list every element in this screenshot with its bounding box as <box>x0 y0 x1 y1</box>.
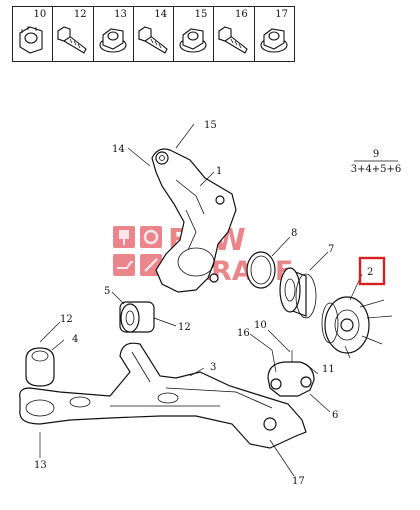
hardware-number: 13 <box>114 9 127 20</box>
flange-nut-icon <box>179 28 207 53</box>
callout-12a: 12 <box>60 314 73 325</box>
callout-16: 16 <box>237 328 250 339</box>
snap-ring <box>246 251 276 289</box>
control-arm-bushing <box>119 301 155 333</box>
flange-bolt-icon <box>57 26 87 54</box>
oil-can-icon <box>113 254 135 276</box>
callout-12b: 12 <box>178 322 191 333</box>
callout-2: 2 <box>367 267 373 278</box>
assembly-note: 9 3+4+5+6 <box>351 149 402 175</box>
flange-nut-icon <box>260 28 288 53</box>
piston-icon <box>113 226 135 248</box>
assembly-note-numerator: 9 <box>373 149 379 160</box>
callout-7: 7 <box>328 244 334 255</box>
gear-icon <box>140 226 162 248</box>
callout-3: 3 <box>210 362 216 373</box>
callout-4: 4 <box>72 334 78 345</box>
hardware-cell: 16 <box>214 7 255 61</box>
hardware-number: 15 <box>194 9 208 20</box>
hardware-strip: 10 12 13 14 15 16 17 <box>12 6 295 62</box>
lower-control-arm <box>19 342 307 449</box>
hardware-cell: 17 <box>255 7 294 61</box>
callout-5: 5 <box>104 286 110 297</box>
callout-11: 11 <box>322 364 335 375</box>
flange-nut-icon <box>99 28 127 53</box>
highlight-box <box>358 256 386 286</box>
hardware-cell: 15 <box>174 7 215 61</box>
callout-8: 8 <box>291 228 297 239</box>
flange-bolt-icon <box>218 26 249 54</box>
callout-15: 15 <box>204 120 217 131</box>
hardware-cell: 14 <box>134 7 175 61</box>
hardware-number: 12 <box>73 9 87 20</box>
hardware-number: 16 <box>234 9 248 20</box>
callout-13: 13 <box>34 460 47 471</box>
hardware-cell: 13 <box>94 7 134 61</box>
callout-14: 14 <box>112 144 125 155</box>
hardware-cell: 10 <box>13 7 54 61</box>
steering-knuckle <box>151 148 237 293</box>
flange-bolt-icon <box>137 26 168 54</box>
hardware-number: 10 <box>33 9 47 20</box>
castle-nut-icon <box>19 26 43 54</box>
callout-17: 17 <box>292 476 305 487</box>
hardware-cell: 12 <box>53 7 94 61</box>
callout-6: 6 <box>332 410 338 421</box>
callout-10: 10 <box>254 320 267 331</box>
rear-bushing <box>25 347 55 387</box>
callout-1: 1 <box>216 166 222 177</box>
wheel-hub <box>321 296 393 359</box>
assembly-note-denominator: 3+4+5+6 <box>351 164 402 175</box>
ball-joint <box>267 350 315 397</box>
hardware-number: 17 <box>275 9 288 20</box>
hardware-number: 14 <box>154 9 168 20</box>
wheel-bearing <box>279 267 317 319</box>
